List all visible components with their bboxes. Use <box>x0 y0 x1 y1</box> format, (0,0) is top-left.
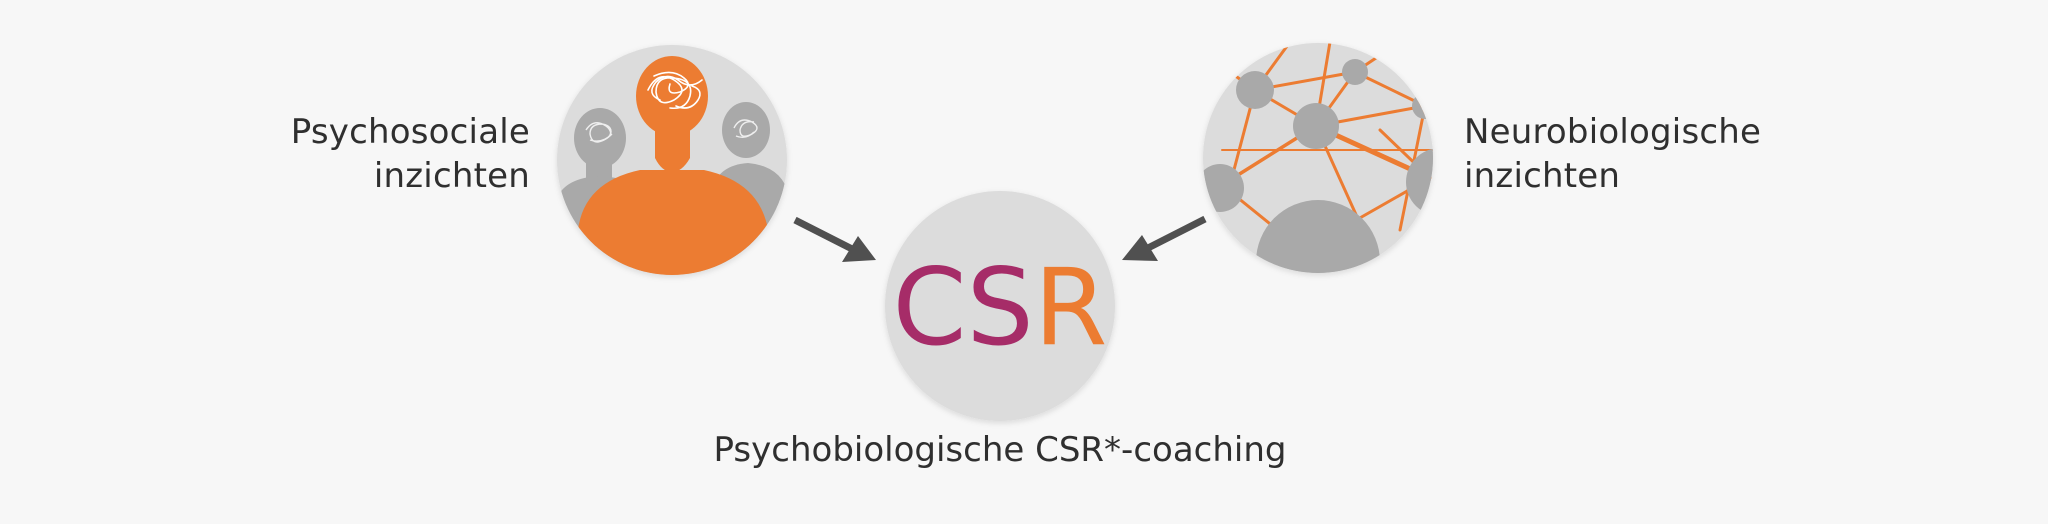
people-with-tangled-thoughts-icon <box>557 45 787 275</box>
neural-network-icon <box>1203 43 1433 273</box>
neurobiological-label-line2: inzichten <box>1464 156 1621 196</box>
arrow-right-to-center <box>1122 215 1207 261</box>
logo-letter-s: S <box>967 246 1034 369</box>
neurobiological-label-line1: Neurobiologische <box>1464 112 1762 152</box>
psychosocial-label-line2: inzichten <box>373 156 530 196</box>
psychosocial-label-line1: Psychosociale <box>290 112 530 152</box>
csr-logo-text: CSR <box>893 246 1108 369</box>
neurobiological-label: Neurobiologische inzichten <box>1464 110 1761 198</box>
logo-letter-r: R <box>1034 246 1108 369</box>
psychosocial-label: Psychosociale inzichten <box>291 110 530 198</box>
tangled-thoughts-icon <box>647 71 703 110</box>
logo-letter-c: C <box>893 246 967 369</box>
diagram-caption: Psychobiologische CSR*-coaching <box>713 430 1287 470</box>
arrow-left-to-center <box>793 216 876 262</box>
csr-logo <box>885 191 1115 421</box>
